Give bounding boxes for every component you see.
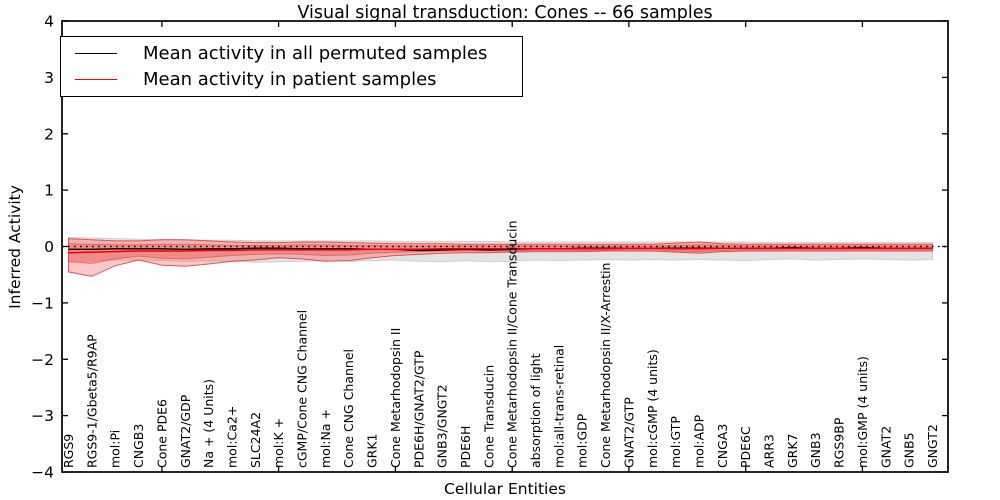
x-tick-label: Na + (4 Units) — [201, 379, 216, 468]
x-tick-label: absorption of light — [528, 353, 543, 468]
x-tick-label: mol:ADP — [692, 414, 707, 468]
y-tick-label: 1 — [44, 182, 54, 200]
legend-line-swatch-patient — [75, 79, 117, 81]
x-tick-label: Cone CNG Channel — [341, 349, 356, 468]
series-line-patient — [68, 247, 933, 254]
y-tick-label: −4 — [31, 464, 54, 482]
x-tick-label: GNB3 — [808, 432, 823, 468]
x-tick-label: RGS9BP — [832, 417, 847, 468]
x-tick-label: CNGB3 — [131, 424, 146, 468]
x-tick-label: mol:cGMP (4 units) — [645, 349, 660, 468]
x-tick-label: GRK7 — [785, 433, 800, 468]
x-tick-label: mol:GDP — [575, 413, 590, 468]
x-tick-label: Cone Metarhodopsin II — [388, 328, 403, 468]
y-tick-label: −1 — [31, 294, 54, 312]
legend-line-swatch-permuted — [75, 52, 117, 54]
y-tick-label: 4 — [44, 13, 54, 31]
x-tick-label: mol:GMP (4 units) — [855, 356, 870, 468]
x-tick-label: RGS9-1/Gbeta5/R9AP — [84, 334, 99, 468]
y-axis-label: Inferred Activity — [6, 185, 24, 309]
x-tick-label: GNAT2 — [878, 426, 893, 468]
x-tick-label: GNB3/GNGT2 — [435, 384, 450, 468]
x-tick-label: GNB5 — [902, 432, 917, 468]
legend-item-permuted: Mean activity in all permuted samples — [75, 43, 512, 64]
x-tick-label: Cone Metarhodopsin II/X-Arrestin — [598, 263, 613, 468]
x-tick-label: GNAT2/GDP — [178, 394, 193, 468]
x-tick-label: CNGA3 — [715, 424, 730, 468]
x-tick-label: Cone Transducin — [481, 365, 496, 468]
x-tick-label: cGMP/Cone CNG Channel — [295, 310, 310, 468]
legend-item-patient: Mean activity in patient samples — [75, 69, 512, 90]
y-tick-label: 0 — [44, 238, 54, 256]
x-tick-label: mol:all-trans-retinal — [551, 345, 566, 468]
y-tick-label: 3 — [44, 69, 54, 87]
x-tick-label: ARR3 — [762, 434, 777, 468]
x-tick-label: mol:Na + — [318, 409, 333, 468]
x-tick-label: mol:Pi — [108, 430, 123, 468]
x-tick-label: mol:K + — [271, 418, 286, 468]
x-tick-label: GRK1 — [365, 433, 380, 468]
x-axis-label: Cellular Entities — [444, 480, 566, 498]
x-tick-label: mol:Ca2+ — [225, 406, 240, 468]
x-tick-label: GNAT2/GTP — [621, 397, 636, 468]
x-tick-label: SLC24A2 — [248, 412, 263, 468]
x-tick-label: RGS9 — [61, 434, 76, 468]
x-tick-label: PDE6C — [738, 426, 753, 468]
x-tick-label: Cone PDE6 — [154, 399, 169, 468]
x-tick-label: PDE6H/GNAT2/GTP — [411, 350, 426, 468]
x-tick-label: PDE6H — [458, 426, 473, 468]
y-tick-label: −2 — [31, 351, 54, 369]
legend-label-patient: Mean activity in patient samples — [143, 69, 437, 91]
y-tick-label: −3 — [31, 407, 54, 425]
x-tick-label: GNGT2 — [925, 424, 940, 468]
legend-label-permuted: Mean activity in all permuted samples — [143, 42, 488, 64]
chart-title: Visual signal transduction: Cones -- 66 … — [297, 3, 713, 23]
x-tick-label: Cone Metarhodopsin II/Cone Transducin — [505, 220, 520, 468]
y-tick-label: 2 — [44, 125, 54, 143]
legend: Mean activity in all permuted samples Me… — [60, 36, 523, 97]
x-tick-label: mol:GTP — [668, 416, 683, 468]
